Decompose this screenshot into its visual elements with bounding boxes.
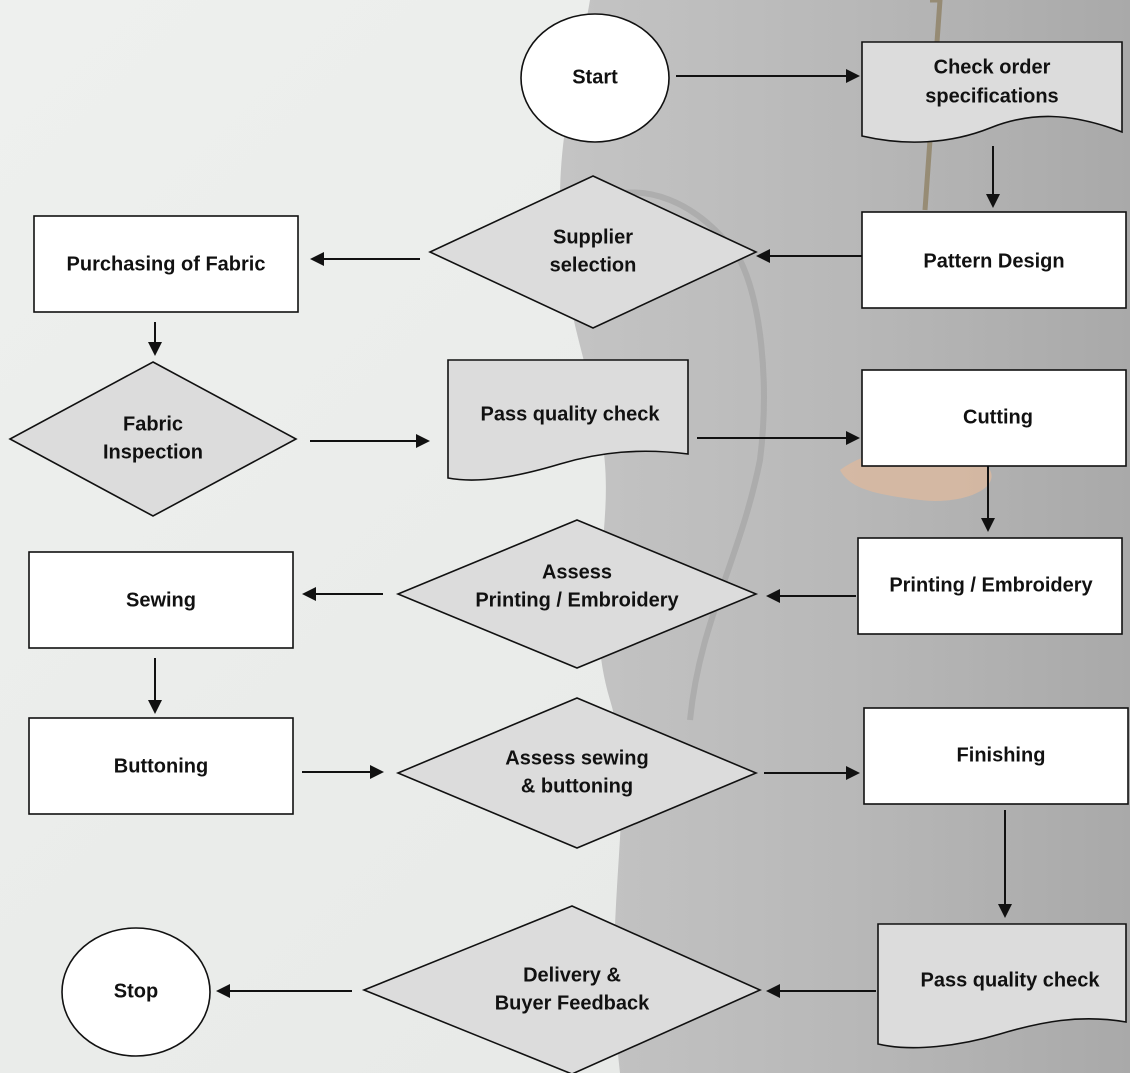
node-pass-quality-2: Pass quality check (877, 923, 1127, 1049)
node-fabric-inspection: Fabric Inspection (8, 361, 298, 517)
node-stop: Stop (61, 927, 211, 1057)
node-fabric-inspection-line2: Inspection (103, 441, 203, 463)
node-sewing: Sewing (28, 551, 294, 649)
connectors (148, 69, 1012, 998)
node-purchasing: Purchasing of Fabric (33, 215, 299, 313)
node-supplier-line2: selection (550, 254, 637, 276)
node-sewing-label: Sewing (126, 589, 196, 611)
node-pass-quality-2-label: Pass quality check (921, 969, 1101, 991)
node-start: Start (520, 13, 670, 143)
node-fabric-inspection-line1: Fabric (123, 413, 183, 435)
node-purchasing-label: Purchasing of Fabric (67, 253, 266, 275)
node-finishing: Finishing (863, 707, 1129, 805)
node-delivery-line1: Delivery & (523, 964, 621, 986)
node-pass-quality-1: Pass quality check (447, 359, 689, 481)
node-assess-printing: Assess Printing / Embroidery (395, 519, 759, 669)
node-buttoning: Buttoning (28, 717, 294, 815)
node-cutting-label: Cutting (963, 406, 1033, 428)
node-check-order: Check order specifications (861, 41, 1123, 143)
node-assess-printing-line2: Printing / Embroidery (475, 589, 679, 611)
node-start-label: Start (572, 66, 618, 88)
node-check-order-line2: specifications (925, 85, 1058, 107)
node-assess-sewing: Assess sewing & buttoning (395, 697, 759, 849)
node-assess-printing-line1: Assess (542, 561, 612, 583)
node-pass-quality-1-label: Pass quality check (481, 403, 661, 425)
node-pattern-design-label: Pattern Design (923, 250, 1064, 272)
node-assess-sewing-line1: Assess sewing (505, 747, 648, 769)
node-check-order-line1: Check order (934, 56, 1051, 78)
node-finishing-label: Finishing (957, 744, 1046, 766)
node-assess-sewing-line2: & buttoning (521, 775, 633, 797)
node-pattern-design: Pattern Design (861, 211, 1127, 309)
node-cutting: Cutting (861, 369, 1127, 467)
node-printing: Printing / Embroidery (857, 537, 1123, 635)
node-stop-label: Stop (114, 980, 158, 1002)
node-supplier-line1: Supplier (553, 226, 633, 248)
node-buttoning-label: Buttoning (114, 755, 208, 777)
node-delivery-line2: Buyer Feedback (495, 992, 650, 1014)
node-delivery: Delivery & Buyer Feedback (361, 905, 762, 1073)
node-printing-label: Printing / Embroidery (889, 574, 1093, 596)
node-supplier-selection: Supplier selection (428, 175, 758, 329)
